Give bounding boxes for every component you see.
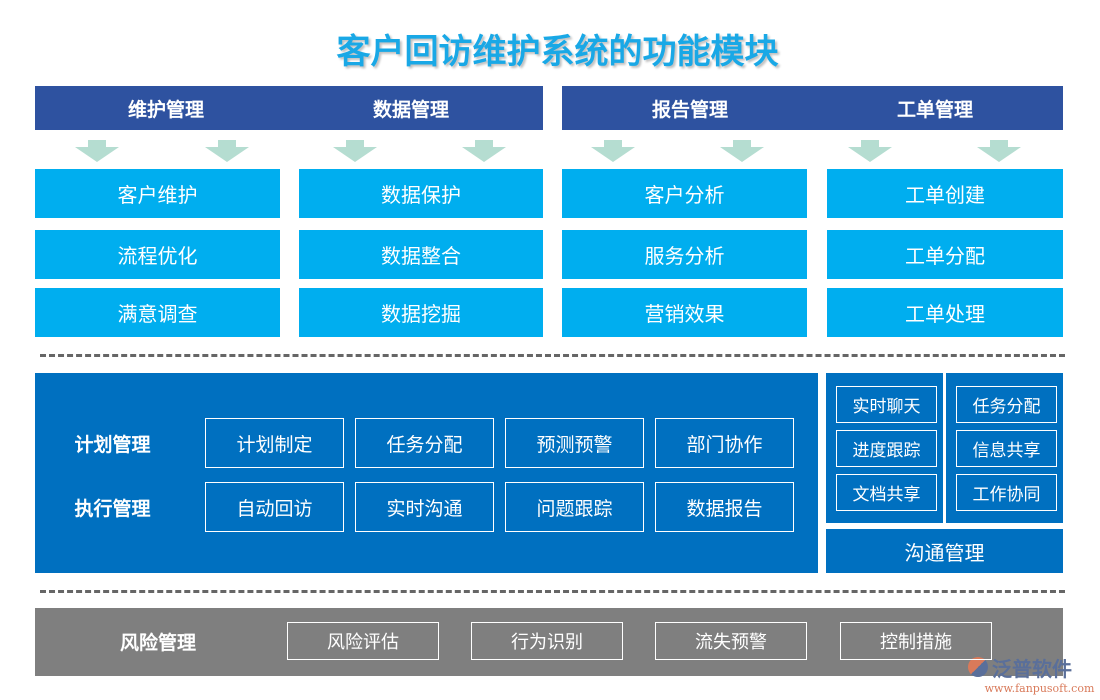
module-box[interactable]: 营销效果 — [562, 288, 807, 337]
group-header: 维护管理 — [127, 98, 204, 121]
plan-execute-panel — [35, 373, 818, 573]
comm-box[interactable]: 任务分配 — [956, 386, 1057, 423]
comm-box[interactable]: 进度跟踪 — [836, 430, 937, 467]
group-header: 工单管理 — [896, 98, 973, 121]
module-box[interactable]: 服务分析 — [562, 230, 807, 279]
module-box[interactable]: 数据保护 — [299, 169, 543, 218]
risk-box[interactable]: 风险评估 — [287, 622, 439, 660]
module-box[interactable]: 满意调查 — [35, 288, 280, 337]
group-header: 数据管理 — [372, 98, 449, 121]
comm-box[interactable]: 信息共享 — [956, 430, 1057, 467]
module-box[interactable]: 工单处理 — [827, 288, 1063, 337]
function-box[interactable]: 自动回访 — [205, 482, 344, 532]
down-arrow-icon — [977, 140, 1021, 162]
divider — [40, 354, 1065, 357]
down-arrow-icon — [205, 140, 249, 162]
module-box[interactable]: 数据挖掘 — [299, 288, 543, 337]
group-header: 报告管理 — [651, 98, 728, 121]
function-box[interactable]: 实时沟通 — [355, 482, 494, 532]
comm-box[interactable]: 实时聊天 — [836, 386, 937, 423]
down-arrow-icon — [720, 140, 764, 162]
risk-box[interactable]: 控制措施 — [840, 622, 992, 660]
risk-box[interactable]: 流失预警 — [655, 622, 807, 660]
risk-box[interactable]: 行为识别 — [471, 622, 623, 660]
comm-management-label: 沟通管理 — [826, 529, 1063, 573]
section-label: 执行管理 — [74, 497, 151, 520]
down-arrow-icon — [462, 140, 506, 162]
brand-name: 泛普软件 — [992, 656, 1072, 681]
function-box[interactable]: 数据报告 — [655, 482, 794, 532]
function-box[interactable]: 任务分配 — [355, 418, 494, 468]
brand-url: www.fanpusoft.com — [984, 681, 1095, 695]
down-arrow-icon — [75, 140, 119, 162]
function-box[interactable]: 部门协作 — [655, 418, 794, 468]
module-box[interactable]: 工单创建 — [827, 169, 1063, 218]
function-box[interactable]: 计划制定 — [205, 418, 344, 468]
module-box[interactable]: 流程优化 — [35, 230, 280, 279]
function-box[interactable]: 预测预警 — [505, 418, 644, 468]
comm-box[interactable]: 工作协同 — [956, 474, 1057, 511]
down-arrow-icon — [591, 140, 635, 162]
down-arrow-icon — [333, 140, 377, 162]
brand-logo: 泛普软件 — [968, 654, 1098, 681]
function-box[interactable]: 问题跟踪 — [505, 482, 644, 532]
module-box[interactable]: 数据整合 — [299, 230, 543, 279]
risk-management-label: 风险管理 — [119, 631, 196, 654]
module-box[interactable]: 客户维护 — [35, 169, 280, 218]
section-label: 计划管理 — [74, 433, 151, 456]
divider — [40, 590, 1065, 593]
module-box[interactable]: 工单分配 — [827, 230, 1063, 279]
page-title: 客户回访维护系统的功能模块 — [336, 31, 779, 72]
header-bar-right — [562, 86, 1063, 130]
module-box[interactable]: 客户分析 — [562, 169, 807, 218]
logo-icon — [968, 657, 988, 677]
risk-panel — [35, 608, 1063, 676]
down-arrow-icon — [848, 140, 892, 162]
header-bar-left — [35, 86, 543, 130]
comm-box[interactable]: 文档共享 — [836, 474, 937, 511]
